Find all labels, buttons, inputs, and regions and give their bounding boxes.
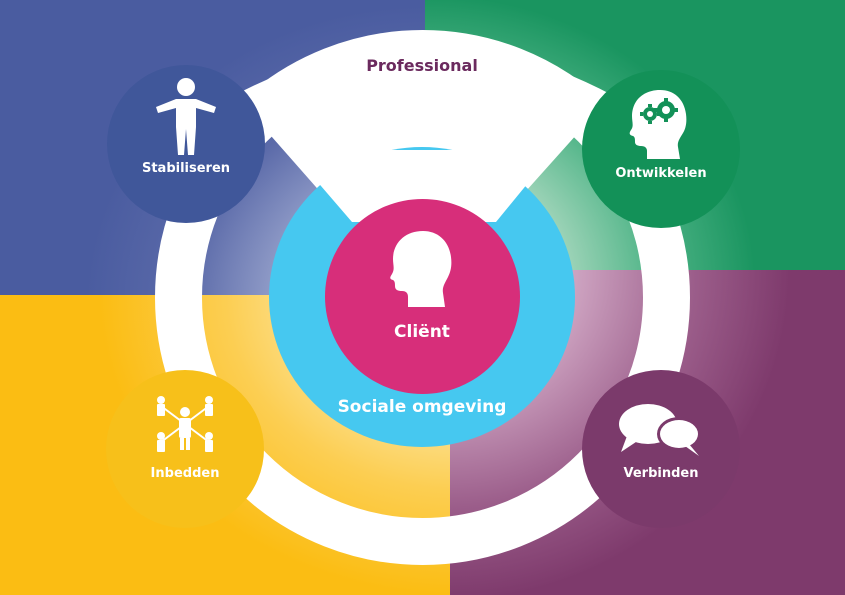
head-gears-icon [629, 90, 687, 159]
node-inbedden: Inbedden [106, 370, 264, 528]
network-people-icon [157, 396, 213, 452]
client-label: Cliënt [394, 322, 450, 342]
node-stabiliseren: Stabiliseren [107, 65, 265, 223]
node-ontwikkelen: Ontwikkelen [582, 70, 740, 228]
professional-label: Professional [366, 56, 478, 75]
ontwikkelen-label: Ontwikkelen [615, 166, 707, 181]
speech-bubbles-icon [619, 404, 701, 456]
social-environment-label: Sociale omgeving [337, 397, 507, 417]
node-verbinden: Verbinden [582, 370, 740, 528]
stabiliseren-label: Stabiliseren [141, 161, 231, 176]
standing-person-icon [156, 78, 216, 155]
verbinden-label: Verbinden [623, 466, 699, 481]
inbedden-label: Inbedden [150, 466, 220, 481]
head-profile-icon [390, 231, 452, 307]
